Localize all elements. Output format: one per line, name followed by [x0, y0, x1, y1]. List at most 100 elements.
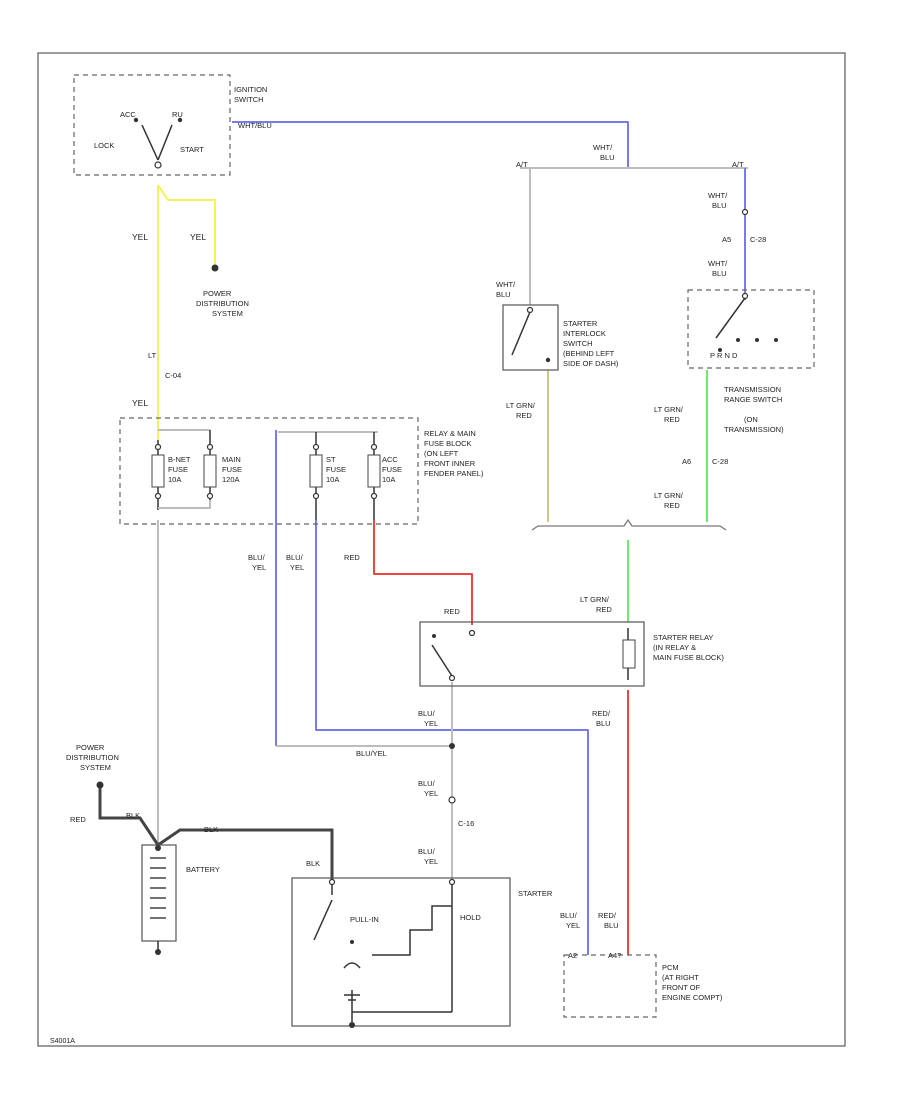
splice-wire2-2: YEL [424, 857, 438, 866]
fuse-acc-3: 10A [382, 475, 395, 484]
wire-yel-power [157, 184, 216, 268]
fuse-out-b1: BLU/ [286, 553, 304, 562]
starter-solenoid [313, 878, 456, 1028]
interlock-out-2: RED [516, 411, 532, 420]
fuse-st-3: 10A [326, 475, 339, 484]
junction-wire-1: WHT/ [593, 143, 613, 152]
interlock-title-1: STARTER [563, 319, 598, 328]
splice-wire2-1: BLU/ [418, 847, 436, 856]
pcm-title-1: PCM [662, 963, 679, 972]
wire-red-to-relay [373, 520, 473, 625]
yel-label-left: YEL [132, 232, 148, 242]
ignition-out-wire: WHT/BLU [238, 121, 272, 130]
ignition-switch-box [73, 74, 231, 176]
fuse-main-2: FUSE [222, 465, 242, 474]
fuse-block-title-1: RELAY & MAIN [424, 429, 476, 438]
splice-label: BLU/YEL [356, 749, 387, 758]
interlock-title-2: INTERLOCK [563, 329, 606, 338]
relay-coil-wire-2: RED [596, 605, 612, 614]
pcm-title-3: FRONT OF [662, 983, 701, 992]
battery-symbol [141, 844, 177, 955]
relay-title-3: MAIN FUSE BLOCK) [653, 653, 724, 662]
interlock-wire-2: BLU [496, 290, 511, 299]
ignition-pos-lock: LOCK [94, 141, 114, 150]
relay-out-right-1: RED/ [592, 709, 611, 718]
ignition-pos-start: START [180, 145, 204, 154]
splice-conn-id: C-16 [458, 819, 474, 828]
range-title-1: TRANSMISSION [724, 385, 781, 394]
fuse-out-c: RED [344, 553, 360, 562]
relay-title-1: STARTER RELAY [653, 633, 713, 642]
fuse-b-net-3: 10A [168, 475, 181, 484]
power-dist-top-3: SYSTEM [212, 309, 243, 318]
power-distribution-terminal [211, 264, 219, 272]
fuse-block-title-4: FRONT INNER [424, 459, 476, 468]
ignition-switch-contacts [133, 117, 183, 169]
yel-label-lower: YEL [132, 398, 148, 408]
battery-wire-blk: BLK [126, 811, 140, 820]
interlock-out-1: LT GRN/ [506, 401, 536, 410]
range-conn-id: C-28 [750, 235, 766, 244]
starter-relay-box [419, 621, 645, 687]
pcm-wire-a2: YEL [566, 921, 580, 930]
starter-pull-in: PULL-IN [350, 915, 379, 924]
power-dist-top-1: POWER [203, 289, 232, 298]
fuse-block-title-2: FUSE BLOCK [424, 439, 472, 448]
fuse-st-2: FUSE [326, 465, 346, 474]
battery-pds-1: POWER [76, 743, 105, 752]
pcm-box [563, 954, 657, 1018]
fuse-st-1: ST [326, 455, 336, 464]
wire-relay-junction [531, 518, 727, 531]
wire-wht-blu-ignition [232, 121, 629, 168]
starter-relay-coil [622, 628, 636, 680]
pcm-title-2: (AT RIGHT [662, 973, 699, 982]
wire-blk-starter [157, 828, 334, 880]
relay-coil-wire-1: LT GRN/ [580, 595, 610, 604]
relay-out-right-2: BLU [596, 719, 611, 728]
range-conn-pin [741, 208, 749, 216]
fuse-out-b2: YEL [290, 563, 304, 572]
range-positions: P R N D [710, 351, 738, 360]
junction-pin-left: A/T [516, 160, 528, 169]
yel-connector: LT [148, 351, 157, 360]
splice-conn-pin [448, 796, 456, 804]
range-wire-a2: BLU [712, 201, 727, 210]
range-out-2: RED [664, 415, 680, 424]
battery-wire-red: RED [70, 815, 86, 824]
fuse-block-title-3: (ON LEFT [424, 449, 459, 458]
fuse-b-net [151, 440, 165, 510]
range-wire-b1: WHT/ [708, 259, 728, 268]
fuse-out-a2: YEL [252, 563, 266, 572]
fuse-b-net-2: FUSE [168, 465, 188, 474]
fuse-st [309, 432, 323, 520]
range-out2-1: LT GRN/ [654, 491, 684, 500]
range-title-3: (ON [744, 415, 758, 424]
junction-wire-2: BLU [600, 153, 615, 162]
interlock-switch-box [502, 304, 559, 371]
relay-title-2: (IN RELAY & [653, 643, 696, 652]
relay-out-left-2: YEL [424, 719, 438, 728]
battery-title: BATTERY [186, 865, 220, 874]
starter-hold: HOLD [460, 913, 481, 922]
range-title-2: RANGE SWITCH [724, 395, 782, 404]
pcm-wire-b1: RED/ [598, 911, 617, 920]
fuse-block-title-5: FENDER PANEL) [424, 469, 484, 478]
splice-wire1-1: BLU/ [418, 779, 436, 788]
pcm-wire-a1: BLU/ [560, 911, 578, 920]
diagram-frame [37, 52, 846, 1047]
fuse-acc-2: FUSE [382, 465, 402, 474]
power-dist-top-2: DISTRIBUTION [196, 299, 249, 308]
interlock-title-5: SIDE OF DASH) [563, 359, 619, 368]
fuse-acc-1: ACC [382, 455, 398, 464]
battery-pds-terminal [96, 781, 104, 789]
junction-pin-right: A/T [732, 160, 744, 169]
range-title-4: TRANSMISSION) [724, 425, 784, 434]
pcm-wire-b2: BLU [604, 921, 619, 930]
fuse-main-3: 120A [222, 475, 240, 484]
yel-label-right: YEL [190, 232, 206, 242]
range-switch-contacts [715, 292, 778, 352]
fuse-b-net-1: B-NET [168, 455, 191, 464]
fuse-main-1: MAIN [222, 455, 241, 464]
ignition-switch-title-1: IGNITION [234, 85, 267, 94]
